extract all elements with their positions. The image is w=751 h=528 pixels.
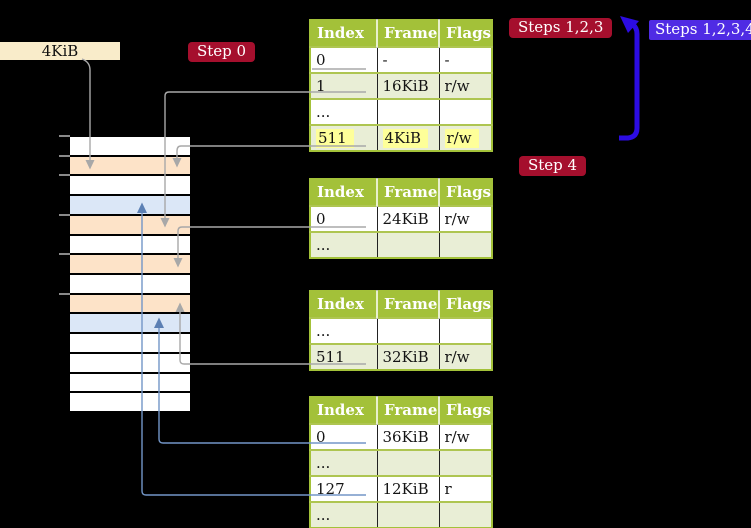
table-cell: ... — [310, 317, 377, 344]
column-header-flags: Flags — [438, 397, 492, 424]
table-cell — [438, 501, 492, 528]
frame-size-box: 4KiB — [0, 42, 120, 60]
table-cell: ... — [310, 501, 377, 528]
table-cell: 16KiB — [376, 72, 439, 99]
table-cell — [376, 317, 439, 344]
table-cell: 36KiB — [376, 423, 439, 450]
table-cell: 0 — [310, 205, 377, 232]
steps-1-2-3-4-label: Steps 1,2,3,4 — [649, 20, 751, 40]
steps-1-2-3-label: Steps 1,2,3 — [509, 18, 613, 38]
highlighted-value: r/w — [444, 129, 479, 148]
table-cell: 1 — [310, 72, 377, 99]
page-table-4-row-3: ... — [310, 501, 492, 528]
step-0-label: Step 0 — [188, 42, 256, 62]
memory-boundary-tick — [59, 174, 70, 177]
table-cell: 0 — [310, 423, 377, 450]
table-cell: r/w — [438, 124, 492, 151]
table-cell: r/w — [438, 72, 492, 99]
table-cell: 511 — [310, 124, 377, 151]
table-cell — [376, 98, 439, 125]
table-cell: ... — [310, 231, 377, 258]
page-table-1-row-3: 511 4KiB r/w — [310, 124, 492, 151]
memory-frame-row-8-white — [70, 275, 190, 293]
table-cell: 32KiB — [376, 343, 439, 370]
table-cell: 511 — [310, 343, 377, 370]
memory-frame-row-7-peach — [70, 255, 190, 274]
page-table-1-row-0: 0-- — [310, 46, 492, 73]
column-header-index: Index — [310, 179, 377, 206]
page-table-3-row-0: ... — [310, 317, 492, 344]
table-cell: 127 — [310, 475, 377, 502]
memory-frame-row-6-white — [70, 235, 190, 254]
table-cell — [438, 317, 492, 344]
column-header-frame: Frame — [376, 291, 439, 318]
big-steps-arrowhead — [620, 16, 639, 33]
memory-frame-row-2-peach — [70, 156, 190, 175]
table-cell: ... — [310, 98, 377, 125]
page-table-1-row-2: ... — [310, 98, 492, 125]
table-cell — [438, 231, 492, 258]
table-cell: - — [376, 46, 439, 73]
table-cell: 24KiB — [376, 205, 439, 232]
column-header-flags: Flags — [438, 20, 492, 47]
table-cell — [438, 98, 492, 125]
column-header-flags: Flags — [438, 291, 492, 318]
table-cell: - — [438, 46, 492, 73]
table-cell: 0 — [310, 46, 377, 73]
highlighted-value: 511 — [316, 129, 354, 148]
table-cell: r/w — [438, 343, 492, 370]
memory-frame-row-4-blue — [70, 196, 190, 214]
table-cell: ... — [310, 449, 377, 476]
memory-boundary-tick — [59, 253, 70, 256]
page-table-2-row-1: ... — [310, 231, 492, 258]
memory-boundary-tick — [59, 154, 70, 157]
memory-frame-row-14-white — [70, 393, 190, 412]
column-header-frame: Frame — [376, 179, 439, 206]
column-header-index: Index — [310, 20, 377, 47]
big-steps-arrow — [619, 21, 640, 141]
step-4-label: Step 4 — [519, 156, 587, 176]
highlighted-value: 4KiB — [382, 129, 429, 148]
memory-frame-row-13-white — [70, 373, 190, 392]
column-header-index: Index — [310, 397, 377, 424]
page-table-4-row-1: ... — [310, 449, 492, 476]
table-cell — [376, 501, 439, 528]
table-cell — [376, 449, 439, 476]
column-header-frame: Frame — [376, 20, 439, 47]
memory-boundary-tick — [59, 213, 70, 216]
column-header-frame: Frame — [376, 397, 439, 424]
table-cell: r/w — [438, 205, 492, 232]
memory-frame-row-5-peach — [70, 215, 190, 234]
memory-frame-row-10-blue — [70, 314, 190, 333]
table-cell: 4KiB — [376, 124, 439, 151]
memory-frame-row-12-white — [70, 353, 190, 372]
column-header-flags: Flags — [438, 179, 492, 206]
memory-frame-row-3-white — [70, 176, 190, 195]
table-cell — [376, 231, 439, 258]
memory-frame-row-1-white — [70, 137, 190, 155]
memory-boundary-tick — [59, 292, 70, 295]
column-header-index: Index — [310, 291, 377, 318]
memory-frame-row-11-white — [70, 334, 190, 352]
table-cell — [438, 449, 492, 476]
table-cell: 12KiB — [376, 475, 439, 502]
table-cell: r — [438, 475, 492, 502]
memory-frame-row-9-peach — [70, 294, 190, 313]
memory-boundary-tick — [59, 135, 70, 137]
table-cell: r/w — [438, 423, 492, 450]
